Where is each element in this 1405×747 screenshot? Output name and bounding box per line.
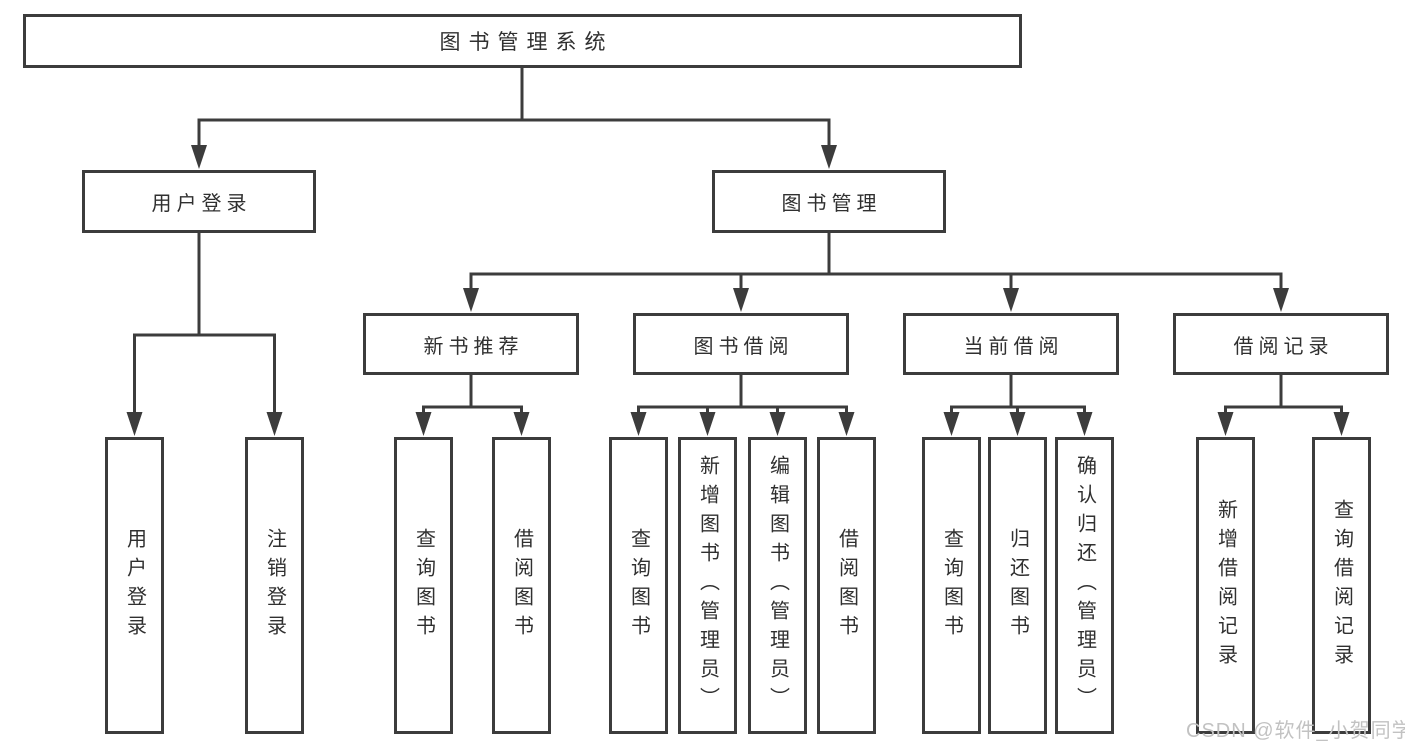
leaf-add-borrow-record: 新增借阅记录 xyxy=(1196,437,1255,734)
node-root-system: 图书管理系统 xyxy=(23,14,1022,68)
leaf-query-book-recommend: 查询图书 xyxy=(394,437,453,734)
csdn-watermark: CSDN @软件_小贺同学 xyxy=(1186,720,1405,742)
leaf-return-book: 归还图书 xyxy=(988,437,1047,734)
node-new-book-recommend: 新书推荐 xyxy=(363,313,579,375)
leaf-user-login: 用户登录 xyxy=(105,437,164,734)
node-user-login: 用户登录 xyxy=(82,170,316,233)
node-book-borrow: 图书借阅 xyxy=(633,313,849,375)
node-borrow-records: 借阅记录 xyxy=(1173,313,1389,375)
node-current-borrow: 当前借阅 xyxy=(903,313,1119,375)
leaf-query-book-current: 查询图书 xyxy=(922,437,981,734)
leaf-add-book-admin: 新增图书（管理员） xyxy=(678,437,737,734)
leaf-borrow-book-recommend: 借阅图书 xyxy=(492,437,551,734)
leaf-logout: 注销登录 xyxy=(245,437,304,734)
leaf-borrow-book: 借阅图书 xyxy=(817,437,876,734)
leaf-confirm-return-admin: 确认归还（管理员） xyxy=(1055,437,1114,734)
leaf-edit-book-admin: 编辑图书（管理员） xyxy=(748,437,807,734)
leaf-query-book-borrow: 查询图书 xyxy=(609,437,668,734)
leaf-query-borrow-record: 查询借阅记录 xyxy=(1312,437,1371,734)
node-book-management: 图书管理 xyxy=(712,170,946,233)
